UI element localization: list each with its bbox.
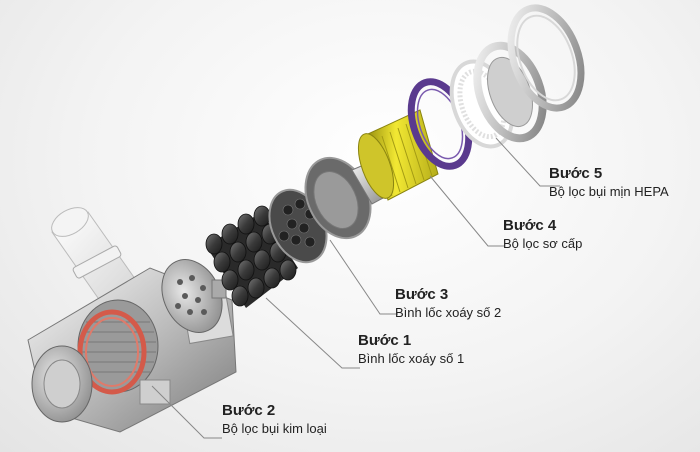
leader-line-step4: [429, 175, 505, 247]
step-5-description: Bộ lọc bụi mịn HEPA: [549, 184, 669, 199]
step-4-title: Bước 4: [503, 217, 557, 234]
step-4-description: Bộ lọc sơ cấp: [503, 236, 583, 251]
leader-line-step2: [151, 385, 222, 439]
label-step-3: Bước 3 Bình lốc xoáy số 2: [395, 285, 501, 322]
step-2-title: Bước 2: [222, 402, 276, 419]
label-step-5: Bước 5 Bộ lọc bụi mịn HEPA: [549, 164, 669, 201]
outer-ring-part: [507, 4, 585, 112]
label-step-2: Bước 2 Bộ lọc bụi kim loại: [222, 401, 327, 438]
primary-filter-part: [357, 109, 439, 201]
leader-line-step5: [495, 137, 560, 187]
step-2-description: Bộ lọc bụi kim loại: [222, 421, 327, 436]
step-5-title: Bước 5: [549, 165, 603, 182]
leader-line-step1: [265, 297, 360, 369]
hepa-filter-part: [449, 41, 547, 149]
leader-lines: [151, 137, 560, 439]
cyclone-plate-part: [161, 259, 227, 333]
label-step-4: Bước 4 Bộ lọc sơ cấp: [503, 216, 582, 253]
label-step-1: Bước 1 Bình lốc xoáy số 1: [358, 331, 464, 368]
motor-housing-part: [27, 207, 237, 433]
step-1-title: Bước 1: [358, 332, 412, 349]
step-1-description: Bình lốc xoáy số 1: [358, 351, 465, 366]
leader-line-step3: [329, 239, 398, 315]
step-3-description: Bình lốc xoáy số 2: [395, 305, 502, 320]
step-3-title: Bước 3: [395, 286, 449, 303]
